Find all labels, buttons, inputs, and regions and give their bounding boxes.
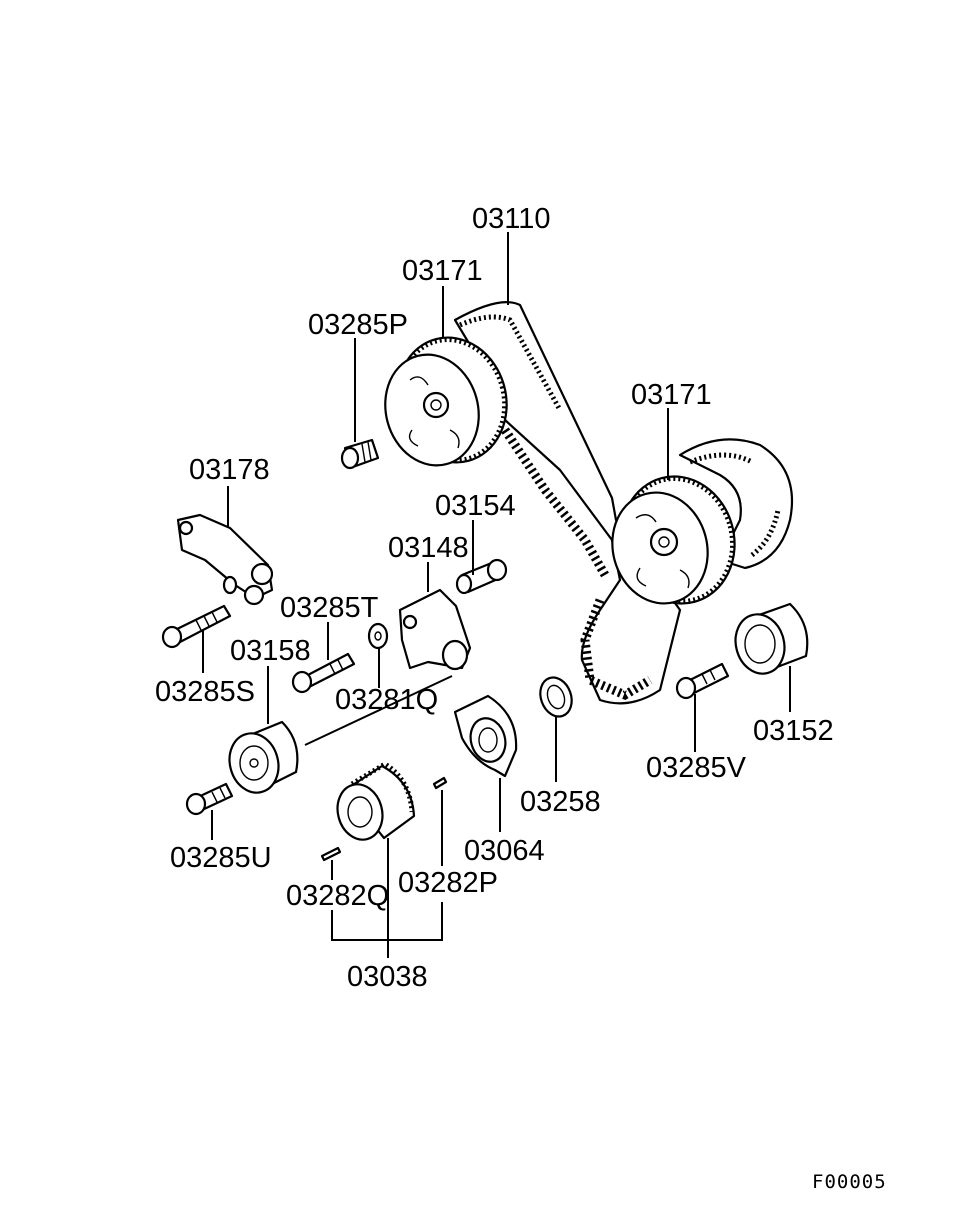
idler-pulley-03158 (228, 720, 299, 794)
bolt-03285U (185, 782, 234, 816)
label-03258: 03258 (520, 786, 601, 818)
label-03064: 03064 (464, 835, 545, 867)
auto-tensioner (176, 513, 274, 606)
label-03154: 03154 (435, 490, 516, 522)
label-03178: 03178 (189, 454, 270, 486)
bolt-03285S (161, 604, 232, 649)
key-03282P (432, 776, 448, 790)
label-03158: 03158 (230, 635, 311, 667)
tensioner-arm (398, 588, 472, 671)
label-03282Q: 03282Q (286, 880, 389, 912)
figure-code: F00005 (812, 1171, 887, 1193)
label-03285V: 03285V (646, 752, 747, 784)
idler-pulley-03152 (734, 602, 809, 675)
pulley-bolt-03154 (455, 558, 508, 595)
crank-flange-03064 (453, 694, 518, 778)
part-labels: 03110 03171 03285P 03171 03178 03154 031… (155, 203, 834, 993)
oil-seal-03258 (539, 676, 573, 718)
label-03285S: 03285S (155, 676, 255, 708)
label-03171-upper: 03171 (402, 255, 483, 287)
bolt-03285T (291, 652, 356, 694)
cam-sprocket-left (384, 336, 508, 467)
bolt-03285V (675, 662, 730, 700)
label-03281Q: 03281Q (335, 684, 438, 716)
label-03152: 03152 (753, 715, 834, 747)
label-03171-right: 03171 (631, 379, 712, 411)
leader-lines (202, 232, 791, 958)
washer-03281Q (367, 622, 389, 650)
label-03285T: 03285T (280, 592, 379, 624)
label-03285P: 03285P (308, 309, 408, 341)
label-03038: 03038 (347, 961, 428, 993)
crank-sprocket-03038 (336, 761, 416, 841)
bolt-03285P (340, 438, 380, 470)
label-03285U: 03285U (170, 842, 272, 874)
key-03282Q (320, 846, 342, 862)
label-03110: 03110 (472, 203, 551, 235)
label-03282P: 03282P (398, 867, 498, 899)
timing-belt (453, 301, 794, 705)
label-03148: 03148 (388, 532, 469, 564)
cam-sprocket-right (611, 475, 736, 605)
